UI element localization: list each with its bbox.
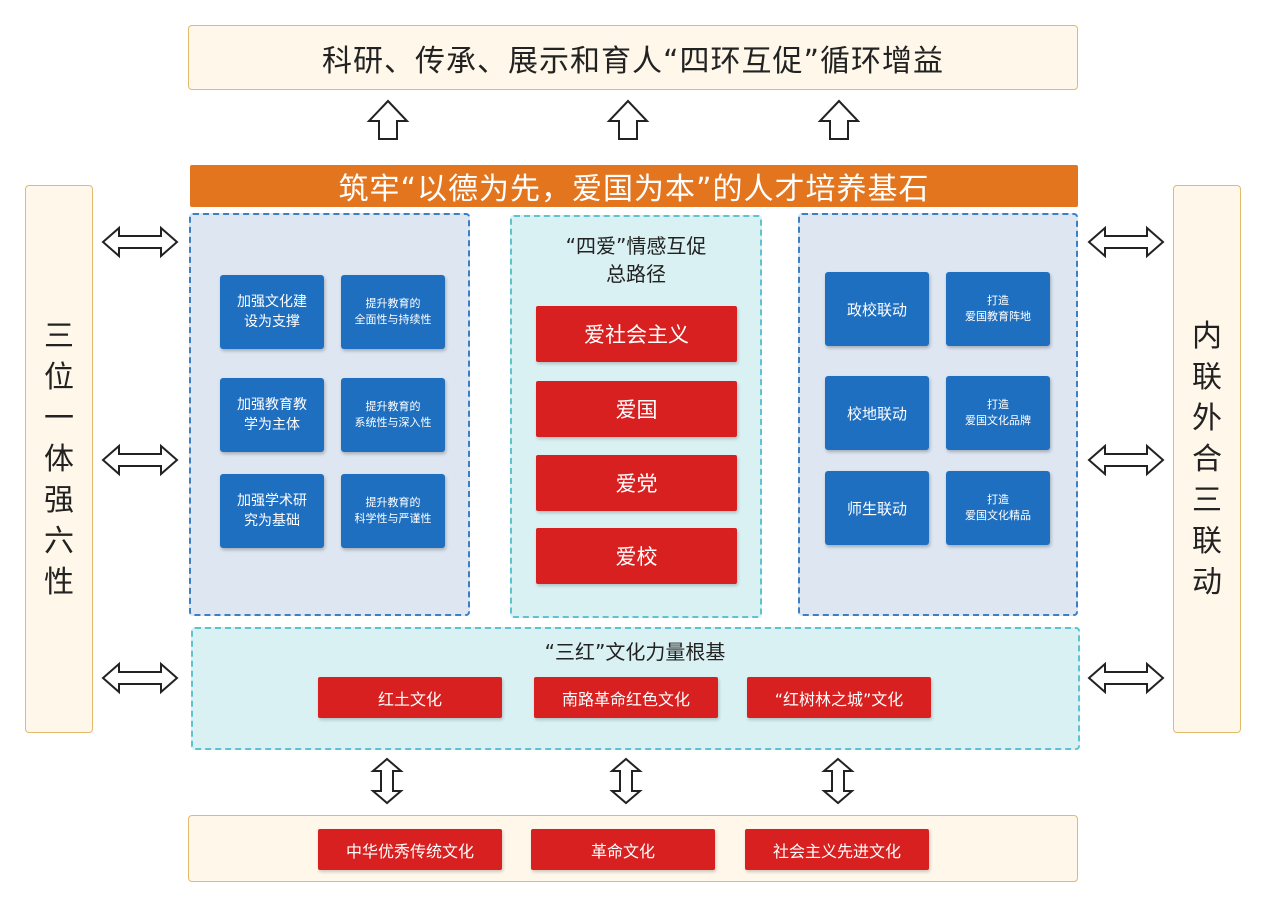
- side-char: 体: [44, 441, 74, 477]
- vertical-double-arrow-icon: [370, 757, 404, 805]
- teaching-main-box: 加强教育教 学为主体: [220, 378, 324, 452]
- side-char: 强: [44, 482, 74, 518]
- patriotic-quality-box: 打造 爱国文化精品: [946, 471, 1050, 545]
- up-arrow-icon: [606, 99, 650, 140]
- socialist-culture-box: 社会主义先进文化: [745, 829, 929, 870]
- patriotic-base-box: 打造 爱国教育阵地: [946, 272, 1050, 346]
- double-arrow-icon: [1087, 661, 1165, 695]
- red-soil-culture-box: 红土文化: [318, 677, 502, 718]
- double-arrow-icon: [101, 661, 179, 695]
- side-char: 联: [1192, 359, 1222, 395]
- scientific-box: 提升教育的 科学性与严谨性: [341, 474, 445, 548]
- side-char: 外: [1192, 400, 1222, 436]
- double-arrow-icon: [101, 443, 179, 477]
- side-char: 内: [1192, 318, 1222, 354]
- right-side-box: 内 联 外 合 三 联 动: [1173, 185, 1241, 733]
- love-country-box: 爱国: [536, 381, 737, 437]
- gov-school-box: 政校联动: [825, 272, 929, 346]
- revolutionary-culture-box: 革命文化: [531, 829, 715, 870]
- vertical-double-arrow-icon: [609, 757, 643, 805]
- left-side-box: 三 位 一 体 强 六 性: [25, 185, 93, 733]
- double-arrow-icon: [1087, 225, 1165, 259]
- up-arrow-icon: [366, 99, 410, 140]
- double-arrow-icon: [101, 225, 179, 259]
- traditional-culture-box: 中华优秀传统文化: [318, 829, 502, 870]
- comprehensive-box: 提升教育的 全面性与持续性: [341, 275, 445, 349]
- double-arrow-icon: [1087, 443, 1165, 477]
- sanhong-title: “三红”文化力量根基: [544, 640, 726, 664]
- up-arrow-icon: [817, 99, 861, 140]
- top-banner: 科研、传承、展示和育人“四环互促”循环增益: [188, 25, 1078, 90]
- mangrove-city-culture-box: “红树林之城”文化: [747, 677, 931, 718]
- love-socialism-box: 爱社会主义: [536, 306, 737, 362]
- side-char: 性: [44, 564, 74, 600]
- culture-support-box: 加强文化建 设为支撑: [220, 275, 324, 349]
- research-basis-box: 加强学术研 究为基础: [220, 474, 324, 548]
- side-char: 合: [1192, 441, 1222, 477]
- systematic-box: 提升教育的 系统性与深入性: [341, 378, 445, 452]
- four-love-title: “四爱”情感互促 总路径: [565, 234, 707, 286]
- teacher-student-box: 师生联动: [825, 471, 929, 545]
- side-char: 一: [44, 400, 74, 436]
- foundation-bar: 筑牢“以德为先，爱国为本”的人才培养基石: [190, 165, 1078, 207]
- patriotic-brand-box: 打造 爱国文化品牌: [946, 376, 1050, 450]
- vertical-double-arrow-icon: [821, 757, 855, 805]
- school-local-box: 校地联动: [825, 376, 929, 450]
- side-char: 位: [44, 359, 74, 395]
- side-char: 动: [1192, 564, 1222, 600]
- south-road-culture-box: 南路革命红色文化: [534, 677, 718, 718]
- side-char: 联: [1192, 523, 1222, 559]
- side-char: 三: [44, 318, 74, 354]
- side-char: 六: [44, 523, 74, 559]
- love-school-box: 爱校: [536, 528, 737, 584]
- love-party-box: 爱党: [536, 455, 737, 511]
- side-char: 三: [1192, 482, 1222, 518]
